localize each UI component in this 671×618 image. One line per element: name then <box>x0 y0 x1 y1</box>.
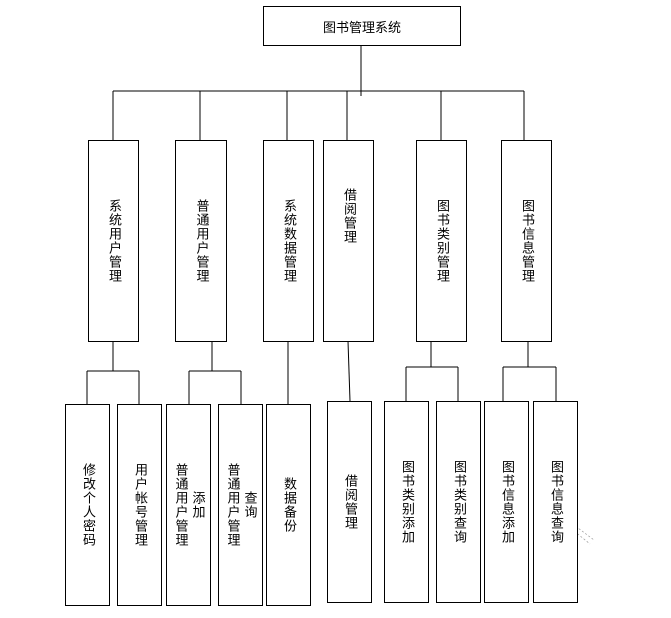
sub-label: 借阅管理 <box>342 474 357 530</box>
module-regular-user-management: 普通用户管理 <box>175 140 227 342</box>
module-borrow-management: 借阅管理 <box>323 140 374 342</box>
sub-user-account-management: 用户帐号管理 <box>117 404 162 606</box>
sub-label-line2: 添加 <box>189 491 205 519</box>
sub-regular-user-add: 普通用户管理 添加 <box>166 404 211 606</box>
sub-change-password: 修改个人密码 <box>65 404 110 606</box>
sub-label: 图书信息查询 <box>548 460 563 544</box>
sub-label: 数据备份 <box>281 477 296 533</box>
sub-regular-user-query: 普通用户管理 查询 <box>218 404 263 606</box>
sub-book-info-query: 图书信息查询 <box>533 401 578 603</box>
sub-borrow-management: 借阅管理 <box>327 401 372 603</box>
module-label: 系统用户管理 <box>106 199 121 283</box>
sub-label: 图书类别查询 <box>451 460 466 544</box>
module-book-category-management: 图书类别管理 <box>416 140 467 342</box>
sub-label-line2: 查询 <box>241 491 257 519</box>
root-node: 图书管理系统 <box>263 6 461 46</box>
sub-label-line1: 普通用户管理 <box>172 463 188 547</box>
module-label: 图书信息管理 <box>519 199 534 283</box>
sub-label: 图书信息添加 <box>499 460 514 544</box>
sub-book-info-add: 图书信息添加 <box>484 401 529 603</box>
sub-book-category-query: 图书类别查询 <box>436 401 481 603</box>
module-label: 系统数据管理 <box>281 199 296 283</box>
module-system-data-management: 系统数据管理 <box>263 140 314 342</box>
module-book-info-management: 图书信息管理 <box>501 140 552 342</box>
root-label: 图书管理系统 <box>322 20 401 36</box>
sub-label: 修改个人密码 <box>80 463 95 547</box>
module-label: 图书类别管理 <box>434 199 449 283</box>
sub-book-category-add: 图书类别添加 <box>384 401 429 603</box>
module-label: 借阅管理 <box>341 188 356 244</box>
sub-label: 图书类别添加 <box>399 460 414 544</box>
sub-label: 用户帐号管理 <box>132 463 147 547</box>
sub-label-line1: 普通用户管理 <box>224 463 240 547</box>
module-label: 普通用户管理 <box>193 199 209 283</box>
sub-data-backup: 数据备份 <box>266 404 311 606</box>
module-system-user-management: 系统用户管理 <box>88 140 139 342</box>
